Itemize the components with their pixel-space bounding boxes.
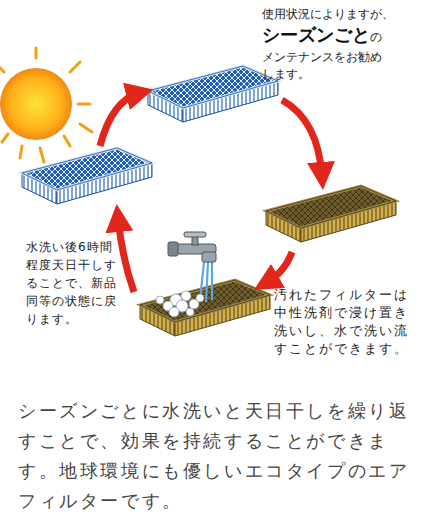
callout-text: 水洗い後6時間程度天日干しすることで、新品同等の状態に戻ります。 xyxy=(26,238,118,328)
dirty-filter xyxy=(266,186,396,242)
caption: シーズンごとに水洗いと天日干しを繰り返すことで、効果を持続することができます。地… xyxy=(18,396,420,516)
clean-filter xyxy=(148,66,278,122)
washing-filter xyxy=(140,280,270,336)
caption-box: シーズンごとに水洗いと天日干しを繰り返すことで、効果を持続することができます。地… xyxy=(18,396,420,516)
drying-filter xyxy=(22,148,152,204)
callout-text: 汚れたフィルターは中性洗剤で浸け置き洗いし、水で洗い流すことができます。 xyxy=(274,286,414,358)
faucet xyxy=(168,232,216,302)
sun xyxy=(0,48,92,162)
foam xyxy=(156,291,204,317)
cycle-arrow xyxy=(100,93,322,292)
callout-text: 水洗い後6時間程度天日干しすることで、新品同等の状態に戻ります。 xyxy=(26,238,118,328)
callout-line: 使用状況によりますが、 xyxy=(262,6,390,22)
callout-text: 使用状況によりますが、シーズンごとのメンテナンスをお勧めします。 xyxy=(262,6,390,82)
emphasis-text: シーズンごと xyxy=(262,24,370,45)
callout-text: 汚れたフィルターは中性洗剤で浸け置き洗いし、水で洗い流すことができます。 xyxy=(274,286,414,358)
